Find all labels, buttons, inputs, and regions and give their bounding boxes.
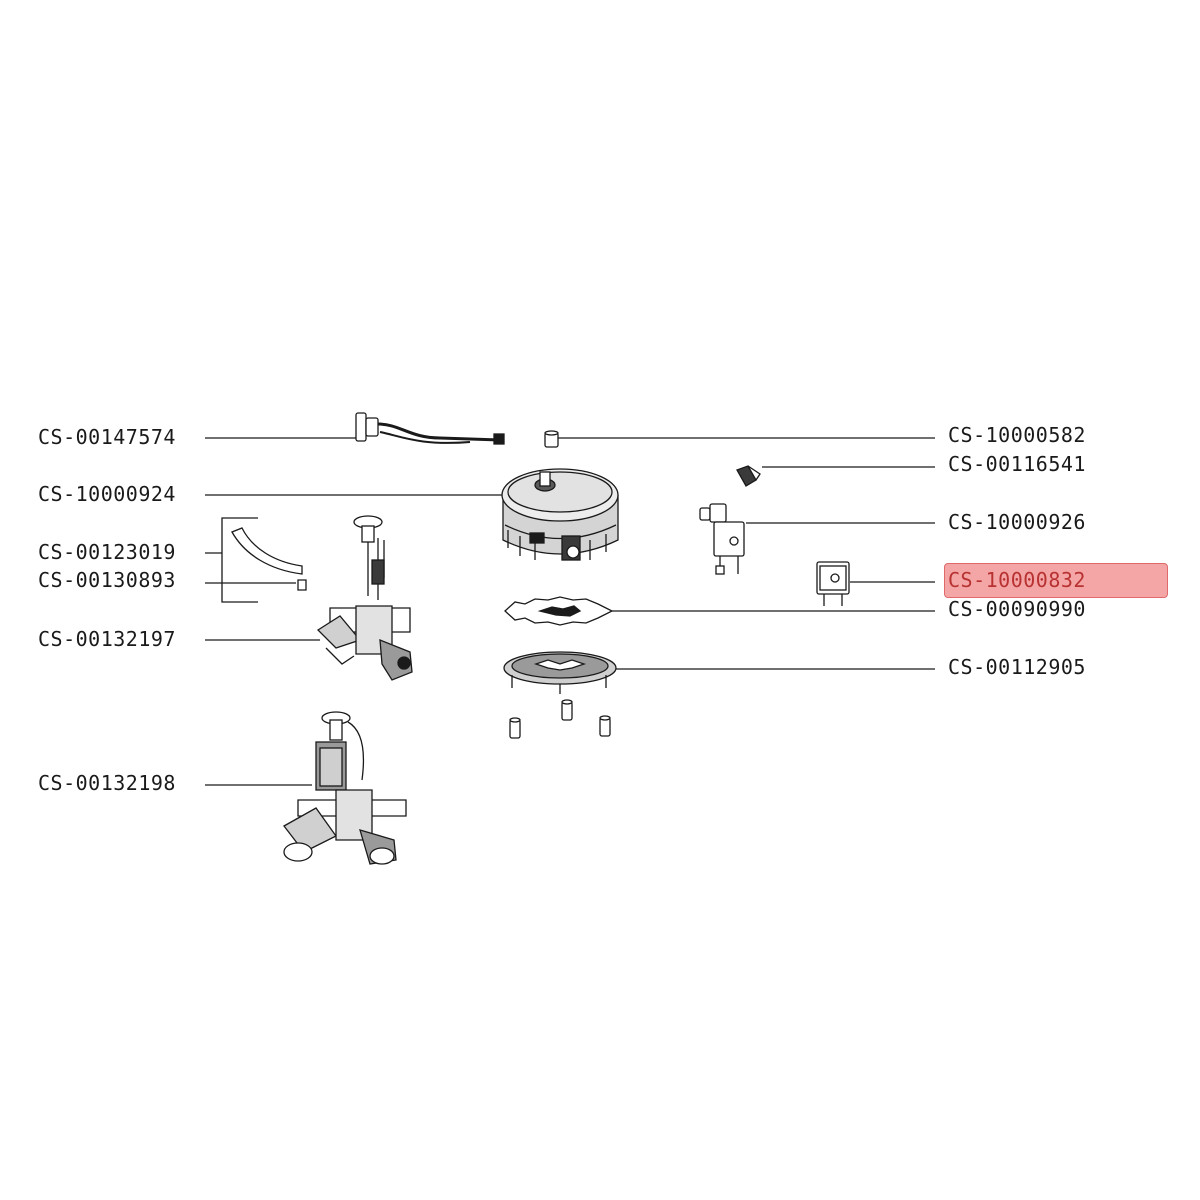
part-pump-assembly-lower[interactable] — [283, 711, 407, 865]
part-temperature-sensor[interactable] — [736, 465, 761, 487]
bracket-hose-group — [221, 517, 258, 603]
label-cs-00147574[interactable]: CS-00147574 — [38, 425, 176, 449]
label-cs-10000582[interactable]: CS-10000582 — [948, 423, 1086, 447]
selected-part-highlight — [944, 563, 1168, 598]
label-cs-00090990[interactable]: CS-00090990 — [948, 597, 1086, 621]
label-cs-00112905[interactable]: CS-00112905 — [948, 655, 1086, 679]
part-diffuser-plate[interactable] — [503, 651, 617, 694]
label-cs-00116541[interactable]: CS-00116541 — [948, 452, 1086, 476]
label-cs-10000832[interactable]: CS-10000832 — [948, 568, 1086, 592]
label-cs-10000926[interactable]: CS-10000926 — [948, 510, 1086, 534]
part-gasket[interactable] — [504, 596, 614, 626]
part-solenoid-coil[interactable] — [816, 561, 850, 606]
label-cs-00132198[interactable]: CS-00132198 — [38, 771, 176, 795]
label-cs-00123019[interactable]: CS-00123019 — [38, 540, 176, 564]
part-silicone-hose[interactable] — [231, 527, 303, 575]
label-cs-10000924[interactable]: CS-10000924 — [38, 482, 176, 506]
part-clip[interactable] — [297, 579, 307, 591]
part-boiler-thermoblock[interactable] — [501, 468, 619, 561]
label-cs-00132197[interactable]: CS-00132197 — [38, 627, 176, 651]
label-cs-00130893[interactable]: CS-00130893 — [38, 568, 176, 592]
part-small-cap[interactable] — [544, 430, 559, 448]
part-screws[interactable] — [509, 699, 611, 739]
part-solenoid-valve-with-fitting[interactable] — [699, 503, 745, 575]
leader-lines — [205, 437, 935, 786]
part-cable-harness[interactable] — [355, 412, 505, 445]
part-pump-assembly-upper[interactable] — [316, 515, 413, 681]
